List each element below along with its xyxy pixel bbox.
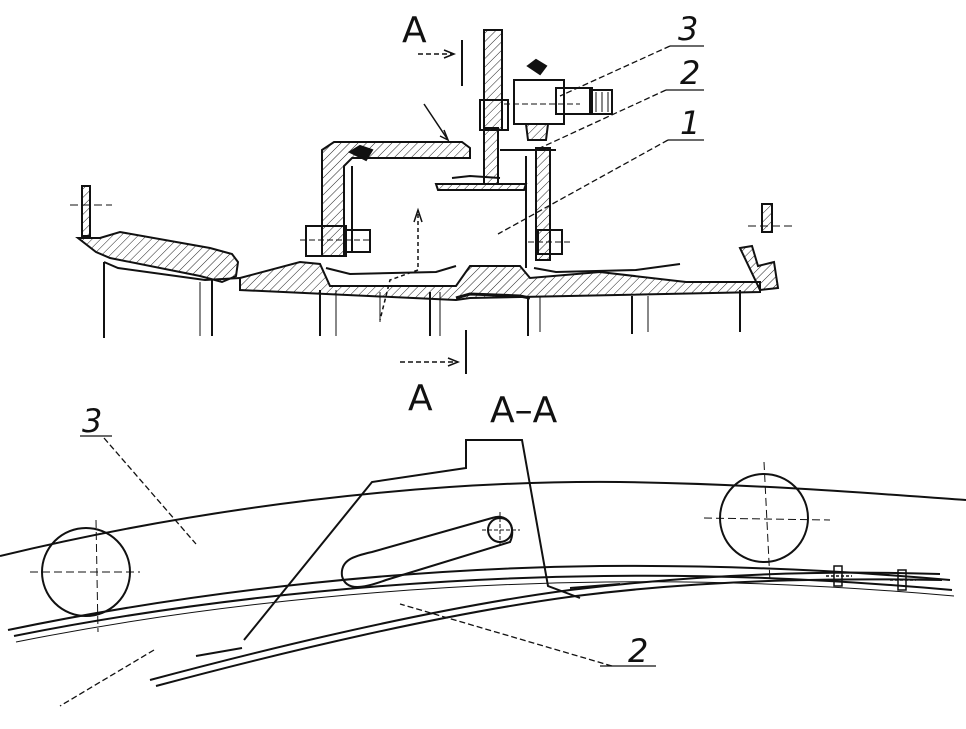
callout-label-2: 2 [680,54,700,92]
roller-right [703,461,831,583]
left-flange [70,185,241,338]
bolt-left [300,225,372,257]
bracket [243,439,581,641]
spring-strip [149,571,943,687]
flow-arrows [379,103,450,321]
right-flange [738,203,796,292]
curved-ring [0,480,966,643]
callout-label-1: 1 [680,104,700,142]
roller-left [30,519,140,633]
central-rod [434,29,528,191]
rivets [826,565,916,591]
lower-section-view [0,435,966,707]
callout-label-3: 3 [678,10,698,48]
callout-label-2-lower: 2 [628,632,648,670]
base-casing [239,260,761,336]
section-title: A–A [490,390,558,431]
callout-leaders-lower [59,435,656,707]
callout-label-3-lower: 3 [82,402,102,440]
central-housing [321,141,556,268]
sensor-unit [504,58,613,141]
section-cut-marker-bottom [400,330,467,374]
upper-section-view [70,29,796,374]
section-cut-marker-top [418,40,463,86]
section-marker-bottom: A [408,378,433,419]
callout-leaders-upper [497,45,704,235]
bolt-right [528,229,570,255]
section-marker-top: A [402,10,427,51]
